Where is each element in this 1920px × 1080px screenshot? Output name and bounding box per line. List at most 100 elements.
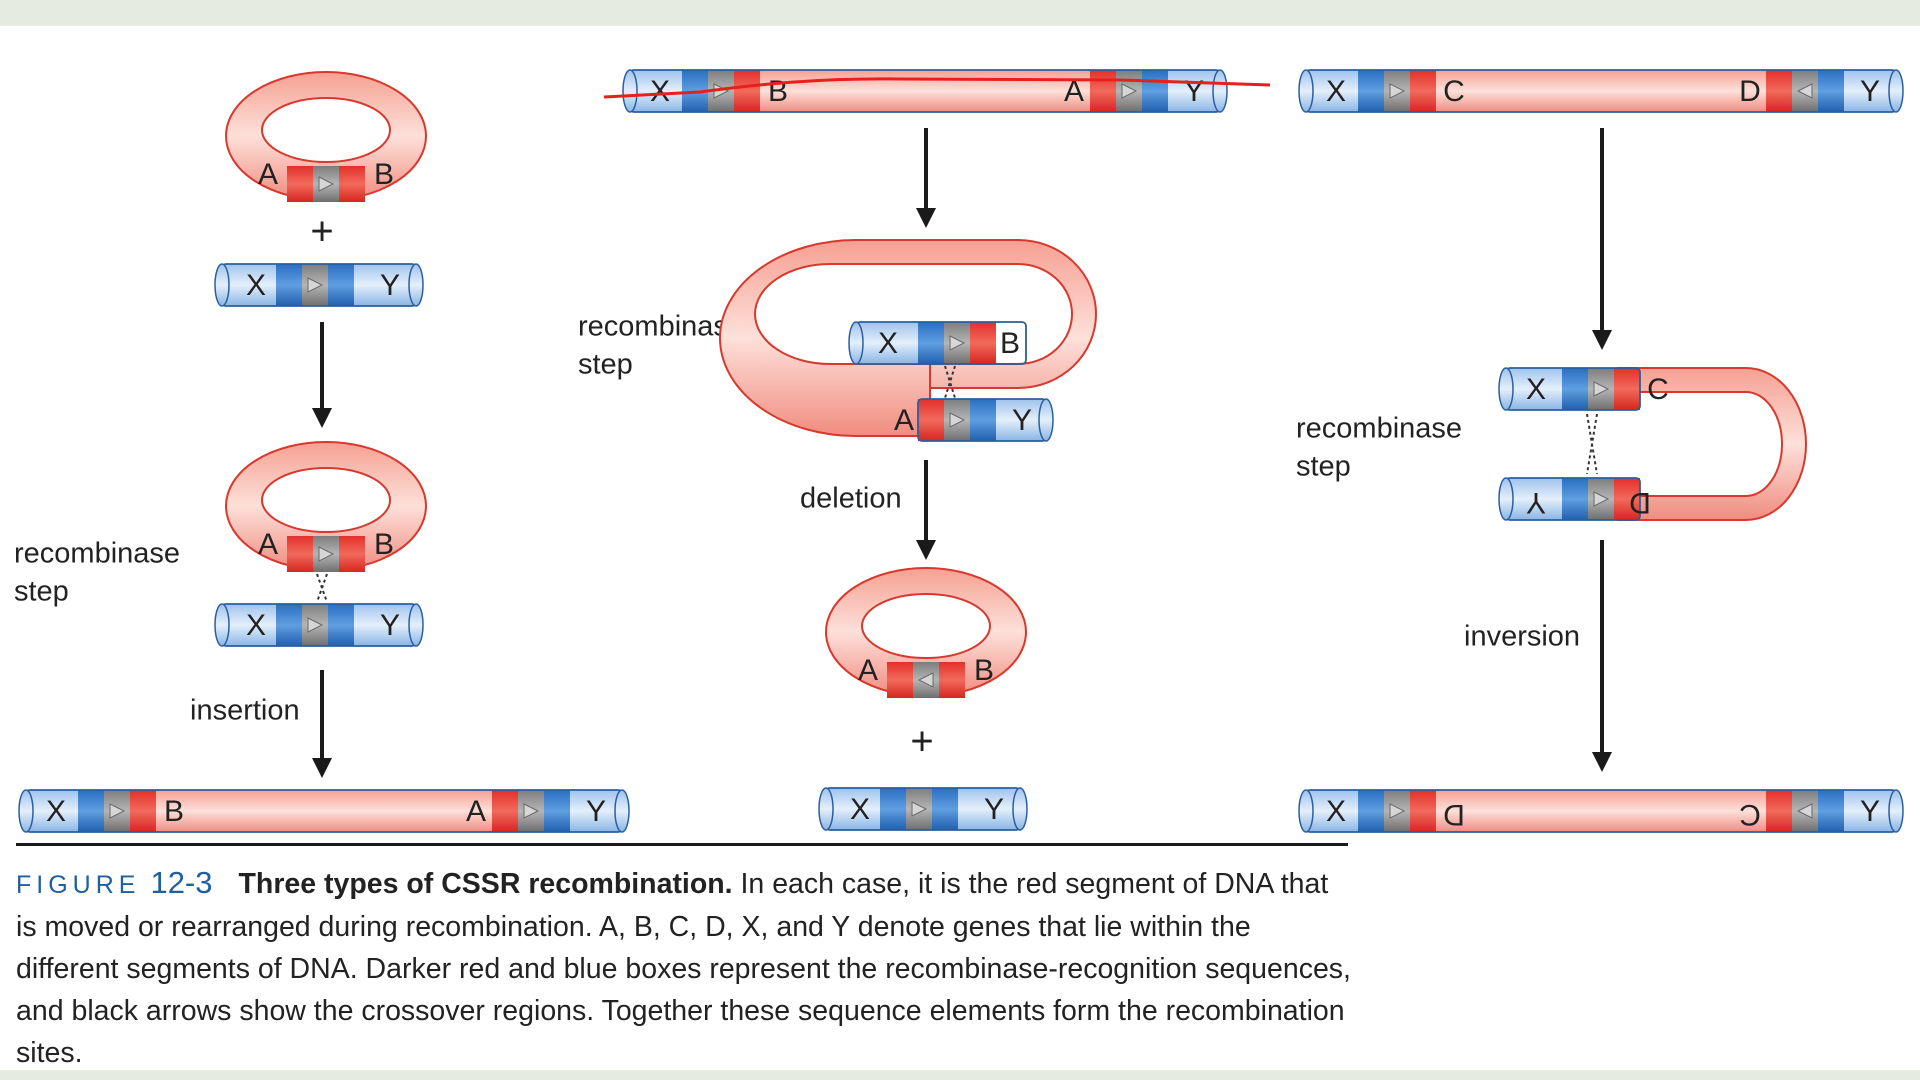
gene-label: B <box>974 654 994 687</box>
gene-label: B <box>374 528 394 561</box>
site-arrow-icon <box>949 412 966 428</box>
blue-dna-segment <box>1844 790 1896 832</box>
recognition-sequence <box>918 399 944 441</box>
recognition-sequence <box>287 166 313 202</box>
site-arrow-icon <box>307 277 324 293</box>
recognition-sequence <box>78 790 104 832</box>
recognition-sequence <box>1410 790 1436 832</box>
dna-end-cap <box>1888 69 1904 113</box>
gene-label: Y <box>1860 75 1880 108</box>
site-arrow-icon <box>1593 491 1610 507</box>
gene-label: Y <box>380 269 400 302</box>
figure-number: 12-3 <box>150 865 213 900</box>
plasmid-hole <box>861 593 991 659</box>
plasmid-hole <box>261 467 391 533</box>
recognition-sequence <box>1614 478 1640 520</box>
plasmid-hole <box>261 97 391 163</box>
step-label: recombinase <box>14 538 180 570</box>
recognition-sequence <box>287 536 313 572</box>
blue-dna-segment <box>354 604 416 646</box>
plus-sign: + <box>310 210 333 254</box>
blue-dna-segment <box>856 322 918 364</box>
site-arrow-icon <box>318 546 335 562</box>
recognition-sequence <box>492 790 518 832</box>
gene-label: A <box>258 158 278 191</box>
gene-label: D <box>1629 486 1651 519</box>
red-dna-segment <box>156 790 492 832</box>
gene-label: B <box>768 75 788 108</box>
dna-end-cap <box>214 263 230 307</box>
blue-dna-segment <box>996 399 1046 441</box>
crossover-icon <box>1586 413 1598 475</box>
figure-label: FIGURE <box>16 871 141 899</box>
site-arrow-icon <box>307 617 324 633</box>
recognition-sequence <box>734 70 760 112</box>
recognition-sequence <box>1562 368 1588 410</box>
gene-label: C <box>1739 798 1761 831</box>
gene-label: Y <box>1184 75 1204 108</box>
recognition-sequence <box>130 790 156 832</box>
recognition-sequence <box>932 788 958 830</box>
outcome-label: deletion <box>800 483 902 515</box>
site-arrow-icon <box>1796 83 1813 99</box>
recognition-sequence <box>1358 790 1384 832</box>
gene-label: X <box>46 795 66 828</box>
blue-dna-segment <box>1844 70 1896 112</box>
red-loop <box>719 239 1097 437</box>
crossover-icon <box>316 573 328 603</box>
dna-end-cap <box>614 789 630 833</box>
gene-label: Y <box>1526 486 1546 519</box>
caption-divider <box>16 843 1348 846</box>
blue-dna-segment <box>570 790 622 832</box>
strike-through-line <box>603 77 1271 99</box>
recognition-sequence <box>276 264 302 306</box>
gene-label: Y <box>984 793 1004 826</box>
site-arrow-icon <box>1389 83 1406 99</box>
step-label: step <box>578 349 633 381</box>
caption-body: In each case, it is the red segment of D… <box>16 868 1351 1069</box>
recognition-sequence <box>1818 790 1844 832</box>
gene-label: X <box>1526 373 1546 406</box>
red-dna-segment <box>1436 790 1766 832</box>
recognition-sequence <box>276 604 302 646</box>
recognition-sequence <box>339 536 365 572</box>
gene-label: Y <box>1012 404 1032 437</box>
dna-end-cap <box>1038 398 1054 442</box>
outcome-label: inversion <box>1464 621 1580 653</box>
dna-end-cap <box>818 787 834 831</box>
recognition-sequence <box>1358 70 1384 112</box>
gene-label: X <box>246 269 266 302</box>
gene-label: X <box>1326 75 1346 108</box>
gene-label: D <box>1443 798 1465 831</box>
step-label: step <box>1296 451 1351 483</box>
blue-dna-segment <box>826 788 880 830</box>
recognition-sequence <box>328 604 354 646</box>
blue-dna-segment <box>1506 478 1562 520</box>
site-arrow-icon <box>1796 803 1813 819</box>
dna-end-cap <box>408 603 424 647</box>
recognition-sequence <box>887 662 913 698</box>
gene-label: A <box>1064 75 1084 108</box>
gene-label: Y <box>586 795 606 828</box>
recognition-sequence <box>1090 70 1116 112</box>
site-arrow-icon <box>109 803 126 819</box>
step-label: recombinase <box>578 311 744 343</box>
gene-label: X <box>246 609 266 642</box>
recognition-sequence <box>339 166 365 202</box>
red-dna-segment <box>760 70 1090 112</box>
gene-label: A <box>858 654 878 687</box>
recognition-sequence <box>328 264 354 306</box>
dna-end-cap <box>1012 787 1028 831</box>
gene-label: X <box>1326 795 1346 828</box>
blue-dna-segment <box>222 264 276 306</box>
dna-end-cap <box>214 603 230 647</box>
